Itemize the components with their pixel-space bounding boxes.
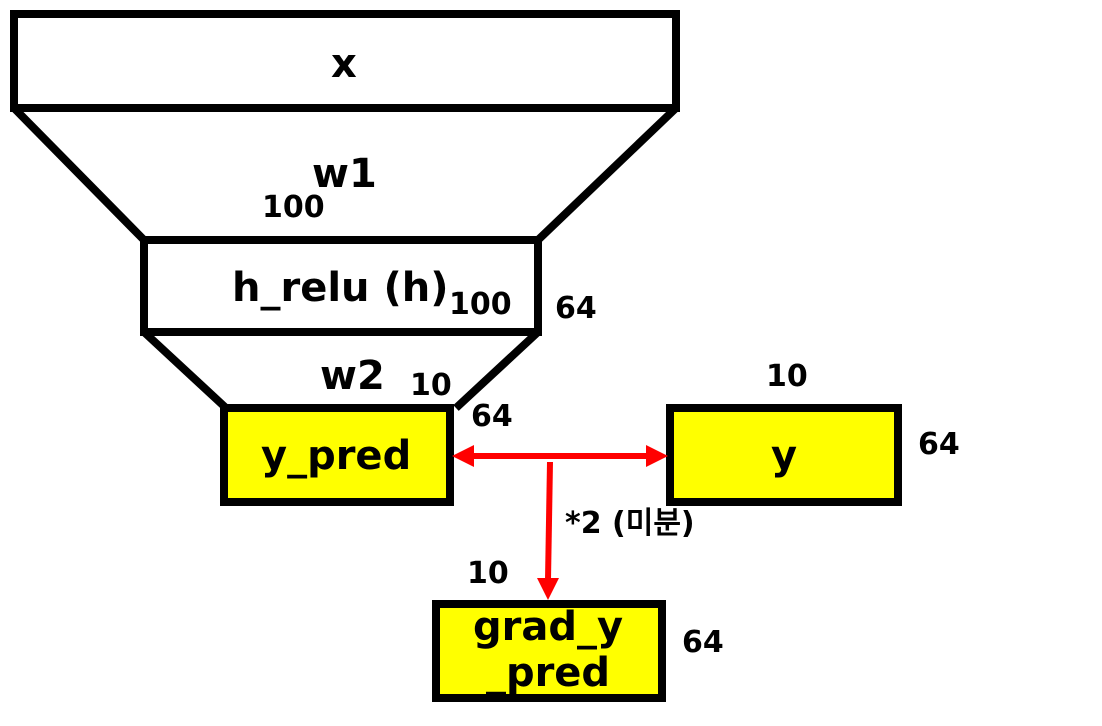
w1-dim: 100 bbox=[262, 190, 325, 225]
w1-label: w1 bbox=[312, 151, 377, 197]
derivative-arrowhead bbox=[537, 578, 559, 600]
grad-dim-top: 10 bbox=[467, 556, 509, 591]
compare-arrowhead-left bbox=[452, 445, 474, 467]
compare-arrowhead-right bbox=[646, 445, 668, 467]
y-pred-box bbox=[220, 404, 454, 506]
w1-funnel-right bbox=[535, 105, 679, 243]
grad-y-pred-box bbox=[432, 600, 666, 702]
grad-y-pred-label: grad_y _pred bbox=[472, 604, 624, 696]
y-dim-top: 10 bbox=[766, 359, 808, 394]
y-pred-label: y_pred bbox=[261, 433, 412, 479]
h-relu-label: h_relu (h) bbox=[232, 265, 449, 311]
y-label: y bbox=[771, 433, 798, 479]
h-relu-box bbox=[140, 236, 542, 336]
y-dim-side: 64 bbox=[918, 427, 960, 462]
w2-funnel-left bbox=[141, 329, 229, 411]
w2-label: w2 bbox=[320, 353, 385, 399]
x-label: x bbox=[331, 41, 357, 87]
h-dim-right: 100 bbox=[449, 287, 512, 322]
x-box bbox=[10, 10, 680, 112]
y-pred-dim-side: 64 bbox=[471, 399, 513, 434]
derivative-arrow-line bbox=[545, 461, 553, 581]
w1-funnel-left bbox=[11, 105, 147, 243]
w2-funnel-right bbox=[453, 329, 541, 411]
w2-dim: 10 bbox=[410, 368, 452, 403]
derivative-label: *2 (미분) bbox=[565, 506, 695, 541]
h-dim-side: 64 bbox=[555, 291, 597, 326]
grad-dim-side: 64 bbox=[682, 625, 724, 660]
y-box bbox=[666, 404, 902, 506]
